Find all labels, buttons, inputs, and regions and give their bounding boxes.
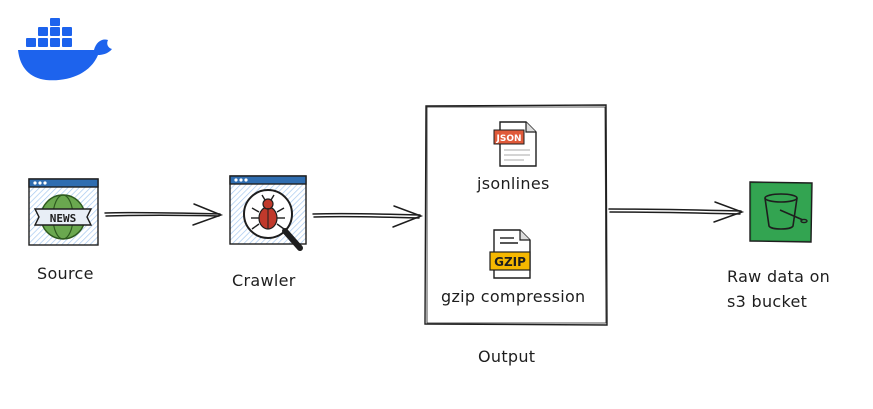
docker-whale-icon [18,18,112,81]
json-badge-text: JSON [495,134,521,144]
output-label: Output [478,347,536,366]
edge-source-crawler [104,203,224,226]
json-item: JSON [493,120,540,168]
crawler-label: Crawler [232,271,296,290]
output-box [424,104,608,326]
s3-label-line2: s3 bucket [727,292,808,311]
json-file-icon: JSON [493,121,537,167]
gzip-label: gzip compression [441,287,586,306]
s3-node [748,180,814,244]
bug-search-icon [229,175,307,251]
source-label: Source [37,264,94,283]
gzip-item: GZIP [488,228,534,280]
source-node: NEWS [27,177,100,247]
edge-crawler-output [312,205,424,228]
jsonlines-label: jsonlines [477,174,550,193]
news-banner-text: NEWS [50,212,77,225]
docker-logo [16,18,114,84]
edge-output-s3 [608,201,745,223]
gzip-badge-text: GZIP [494,255,526,269]
output-box-border [424,104,608,326]
s3-label-line1: Raw data on [727,267,831,286]
gzip-file-icon: GZIP [489,229,531,279]
news-browser-icon: NEWS [28,178,99,246]
crawler-node [228,174,310,256]
s3-bucket-icon [749,181,813,243]
